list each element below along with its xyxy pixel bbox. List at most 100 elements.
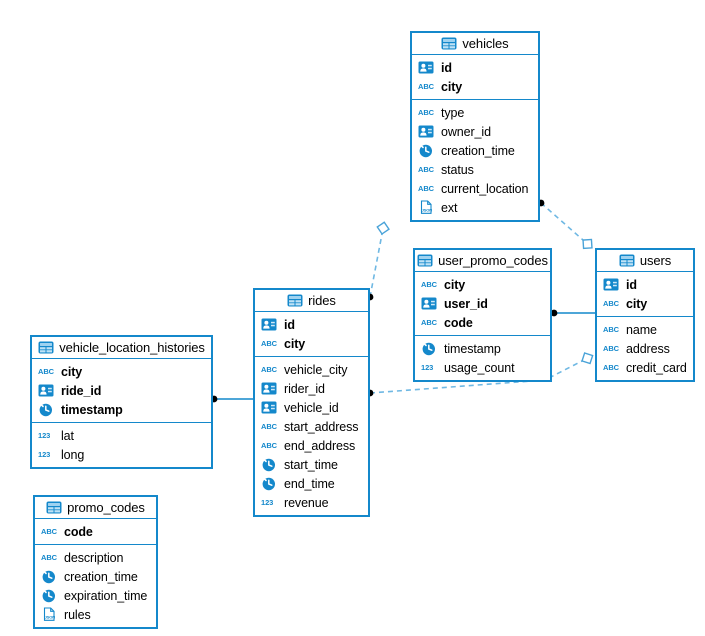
- relation-rides-vehicles: [369, 233, 383, 298]
- id-icon: [261, 318, 280, 331]
- json-icon: JSON: [41, 607, 60, 622]
- table-header[interactable]: vehicles: [412, 33, 538, 55]
- column-name: usage_count: [444, 360, 515, 375]
- column-row[interactable]: end_time: [255, 474, 368, 493]
- column-row[interactable]: JSON ext: [412, 198, 538, 217]
- column-row[interactable]: ABC city: [597, 294, 693, 313]
- time-icon: [421, 341, 440, 356]
- time-icon: [41, 569, 60, 584]
- column-row[interactable]: ABC vehicle_city: [255, 360, 368, 379]
- column-row[interactable]: JSON rules: [35, 605, 156, 624]
- id-icon: [603, 278, 622, 291]
- table-header[interactable]: promo_codes: [35, 497, 156, 519]
- text-icon: ABC: [421, 317, 437, 327]
- time-icon: [418, 143, 437, 158]
- column-row[interactable]: creation_time: [35, 567, 156, 586]
- column-name: ext: [441, 200, 458, 215]
- table-icon: [417, 254, 433, 267]
- relation-vehicles-users: [540, 202, 584, 241]
- column-row[interactable]: owner_id: [412, 122, 538, 141]
- num-icon: 123: [421, 362, 434, 372]
- column-name: city: [444, 277, 466, 292]
- column-row[interactable]: id: [412, 58, 538, 77]
- time-icon: [261, 457, 280, 472]
- column-name: long: [61, 447, 85, 462]
- text-icon: ABC: [603, 324, 619, 334]
- table-icon: [619, 254, 635, 267]
- table-title: vehicles: [462, 36, 509, 51]
- column-row[interactable]: start_time: [255, 455, 368, 474]
- column-name: city: [284, 336, 306, 351]
- column-name: creation_time: [64, 569, 138, 584]
- column-name: timestamp: [61, 402, 123, 417]
- column-name: name: [626, 322, 657, 337]
- column-name: address: [626, 341, 670, 356]
- column-name: city: [626, 296, 648, 311]
- table-title: users: [639, 253, 672, 268]
- table-title: promo_codes: [67, 500, 145, 515]
- column-row[interactable]: ABC name: [597, 320, 693, 339]
- id-icon: [421, 297, 440, 310]
- json-icon: JSON: [418, 200, 437, 215]
- column-row[interactable]: timestamp: [415, 339, 550, 358]
- column-row[interactable]: vehicle_id: [255, 398, 368, 417]
- table-header[interactable]: users: [597, 250, 693, 272]
- text-icon: ABC: [603, 298, 619, 308]
- column-name: rules: [64, 607, 91, 622]
- column-row[interactable]: timestamp: [32, 400, 211, 419]
- column-row[interactable]: creation_time: [412, 141, 538, 160]
- column-name: vehicle_id: [284, 400, 339, 415]
- column-row[interactable]: 123 long: [32, 445, 211, 464]
- column-name: id: [441, 60, 452, 75]
- text-icon: ABC: [261, 364, 277, 374]
- column-row[interactable]: id: [255, 315, 368, 334]
- text-icon: ABC: [261, 421, 277, 431]
- table-header[interactable]: user_promo_codes: [415, 250, 550, 272]
- relation-diamond-marker: [582, 238, 593, 250]
- column-row[interactable]: 123 usage_count: [415, 358, 550, 377]
- column-row[interactable]: ride_id: [32, 381, 211, 400]
- id-icon: [418, 61, 437, 74]
- column-name: rider_id: [284, 381, 325, 396]
- column-name: vehicle_city: [284, 362, 348, 377]
- text-icon: ABC: [41, 552, 57, 562]
- text-icon: ABC: [261, 440, 277, 450]
- column-row[interactable]: id: [597, 275, 693, 294]
- table-header[interactable]: rides: [255, 290, 368, 312]
- column-row[interactable]: user_id: [415, 294, 550, 313]
- table-header[interactable]: vehicle_location_histories: [32, 337, 211, 359]
- column-name: revenue: [284, 495, 329, 510]
- column-row[interactable]: rider_id: [255, 379, 368, 398]
- column-name: code: [64, 524, 93, 539]
- column-row[interactable]: expiration_time: [35, 586, 156, 605]
- num-icon: 123: [38, 449, 51, 459]
